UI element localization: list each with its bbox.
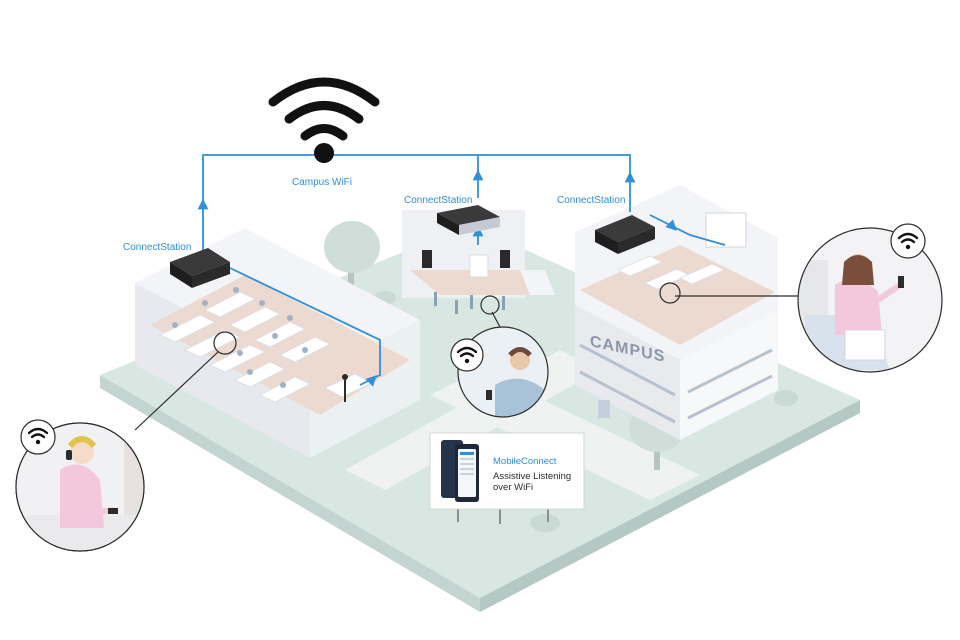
wifi-icon: [450, 338, 484, 372]
connect-station-label-left: ConnectStation: [123, 242, 192, 253]
campus-wifi-label: Campus WiFi: [292, 177, 353, 188]
connect-station-device: [437, 205, 500, 235]
wifi-icon: [890, 223, 926, 259]
billboard-tagline: Assistive Listening over WiFi: [493, 471, 572, 493]
stage-building: [402, 210, 555, 314]
zoom-circle-right: [797, 227, 943, 373]
wifi-icon: [268, 77, 380, 163]
billboard-app-name: MobileConnect: [493, 456, 557, 467]
smartphone-icon: [441, 440, 479, 502]
tree-left: [324, 221, 380, 285]
connect-station-label-right: ConnectStation: [557, 195, 626, 206]
campus-building: [575, 185, 778, 440]
connect-station-device: [170, 248, 230, 288]
network-lines: [197, 154, 726, 387]
connect-station-label-center: ConnectStation: [404, 195, 473, 206]
wifi-icon: [20, 419, 56, 455]
connect-station-device: [595, 215, 655, 254]
zoom-connectors: [134, 295, 800, 431]
